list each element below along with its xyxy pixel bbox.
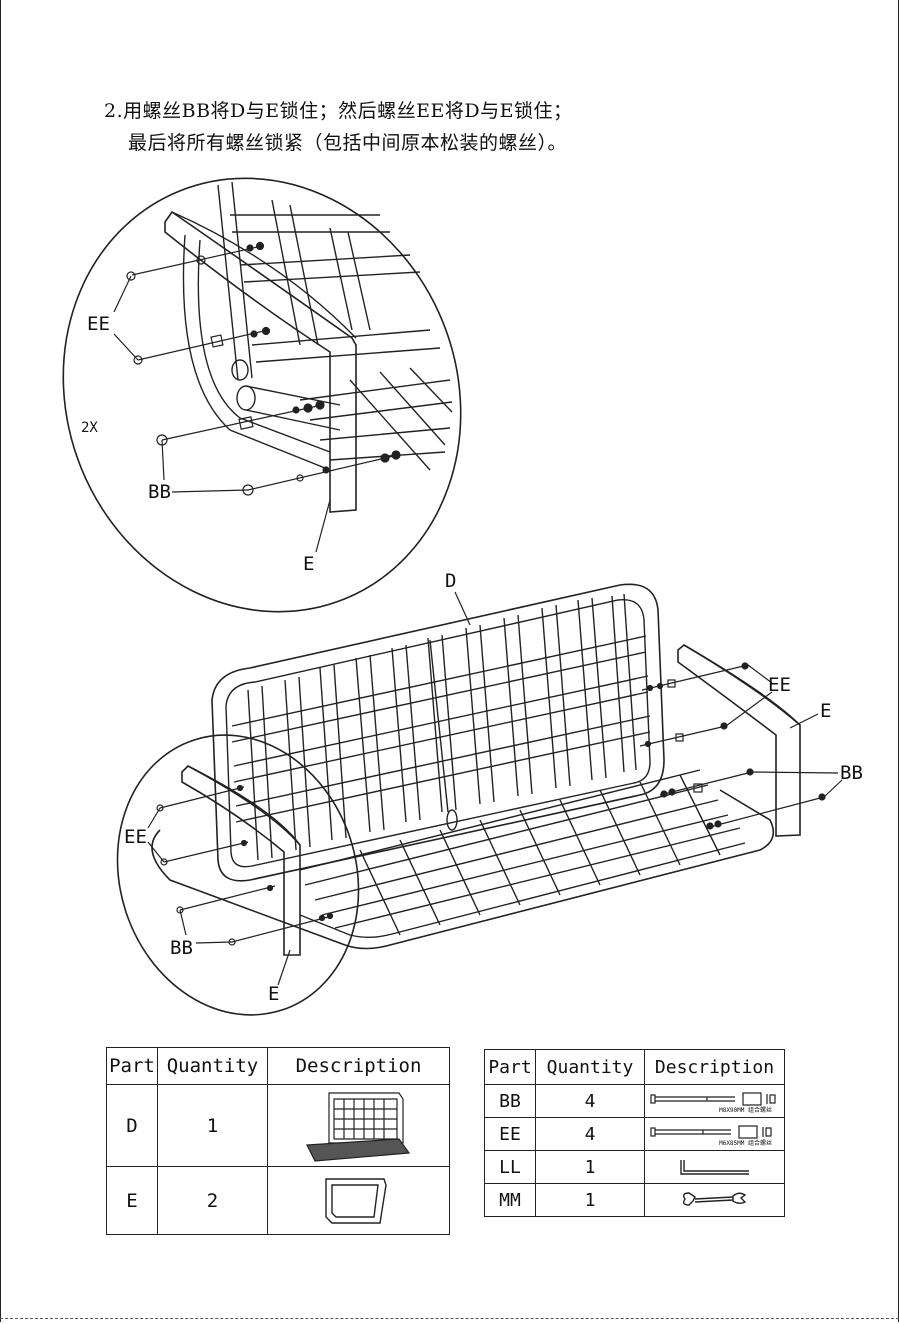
sofa-main-view	[152, 584, 842, 948]
table1-qty-e: 2	[158, 1167, 268, 1235]
callout-left-e: E	[268, 983, 279, 1005]
table1-part-e: E	[107, 1167, 158, 1235]
table1-header-quantity: Quantity	[158, 1048, 268, 1085]
table2-qty-ee: 4	[536, 1118, 645, 1151]
table1-part-d: D	[107, 1085, 158, 1167]
table2-desc-ll	[645, 1151, 785, 1184]
parts-table-hardware: Part Quantity Description BB 4 M8X90MM 组…	[484, 1049, 785, 1217]
table2-desc-bb: M8X90MM 组合螺丝	[645, 1085, 785, 1118]
table-row: E 2	[107, 1167, 450, 1235]
table1-desc-d	[268, 1085, 450, 1167]
callout-right-e: E	[820, 700, 831, 722]
callout-detail-ee: EE	[87, 313, 110, 335]
table2-desc-ee: M6X85MM 组合螺丝	[645, 1118, 785, 1151]
table2-header-part: Part	[485, 1050, 536, 1085]
table2-part-mm: MM	[485, 1184, 536, 1217]
table-row: BB 4 M8X90MM 组合螺丝	[485, 1085, 785, 1118]
table1-qty-d: 1	[158, 1085, 268, 1167]
table2-part-bb: BB	[485, 1085, 536, 1118]
table1-desc-e	[268, 1167, 450, 1235]
callout-left-bb: BB	[170, 937, 193, 959]
table2-part-ll: LL	[485, 1151, 536, 1184]
table2-header-quantity: Quantity	[536, 1050, 645, 1085]
table2-header-description: Description	[645, 1050, 785, 1085]
table1-header-part: Part	[107, 1048, 158, 1085]
callout-right-bb: BB	[840, 762, 863, 784]
allen-key-icon	[675, 1156, 755, 1178]
callout-detail-2x: 2X	[81, 420, 98, 436]
parts-table-frames: Part Quantity Description D 1 E 2	[106, 1047, 450, 1235]
table2-desc-mm	[645, 1184, 785, 1217]
table-row: MM 1	[485, 1184, 785, 1217]
table-row: EE 4 M6X85MM 组合螺丝	[485, 1118, 785, 1151]
table2-qty-mm: 1	[536, 1184, 645, 1217]
table1-header-description: Description	[268, 1048, 450, 1085]
sofa-frame-thumbnail	[299, 1087, 419, 1165]
callout-detail-bb: BB	[148, 481, 171, 503]
table2-spec-ee: M6X85MM 组合螺丝	[645, 1138, 784, 1147]
callout-main-d: D	[445, 570, 456, 592]
callout-right-ee: EE	[768, 674, 791, 696]
table2-part-ee: EE	[485, 1118, 536, 1151]
table2-spec-bb: M8X90MM 组合螺丝	[645, 1105, 784, 1114]
callout-detail-e: E	[303, 553, 314, 575]
callout-left-ee: EE	[124, 826, 147, 848]
table2-qty-ll: 1	[536, 1151, 645, 1184]
wrench-icon	[675, 1189, 755, 1211]
armrest-thumbnail	[314, 1171, 404, 1231]
table-row: LL 1	[485, 1151, 785, 1184]
table2-qty-bb: 4	[536, 1085, 645, 1118]
table-row: D 1	[107, 1085, 450, 1167]
